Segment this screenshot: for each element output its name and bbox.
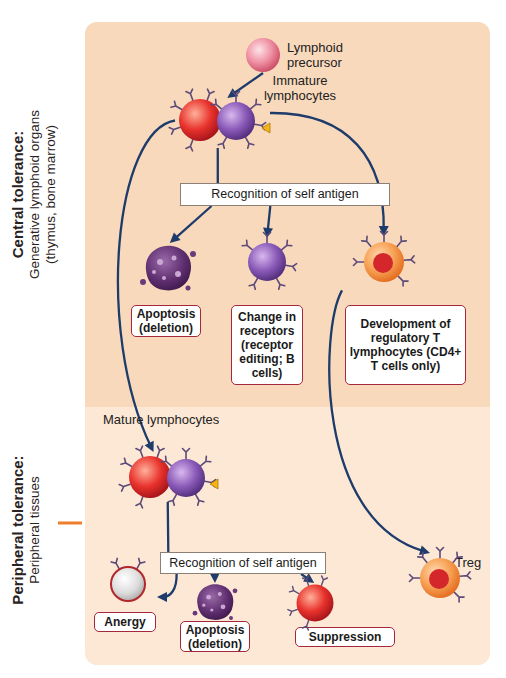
outcome-text: Development of regulatory T lymphocytes … <box>345 305 466 385</box>
outcome-box: Suppression <box>290 583 400 649</box>
pointer-line <box>58 522 82 525</box>
treg-cell: Treg <box>415 553 465 603</box>
box-text: Recognition of self antigen <box>211 187 358 202</box>
tolerance-band: Central tolerance:Generative lymphoid or… <box>85 22 490 407</box>
outcome-box: Anergy <box>93 560 157 634</box>
band-label: Central tolerance:Generative lymphoid or… <box>9 22 71 407</box>
process-box: Recognition of self antigen <box>160 552 326 574</box>
outcome-box: Apoptosis (deletion) <box>178 583 252 653</box>
precursor-cell: Lymphoid precursor <box>245 37 281 73</box>
cell-label: Lymphoid precursor <box>287 40 359 70</box>
outcome-box: Apoptosis (deletion) <box>128 243 204 339</box>
cell-label: Mature lymphocytes <box>103 412 253 427</box>
outcome-text: Apoptosis (deletion) <box>180 621 250 652</box>
outcome-text: Anergy <box>94 612 156 632</box>
cell-label: Immature lymphocytes <box>250 73 350 103</box>
band-subtitle: Peripheral tissues <box>27 476 43 583</box>
tolerance-band: Peripheral tolerance:Peripheral tissuesM… <box>85 407 490 665</box>
outcome-text: Apoptosis (deletion) <box>131 305 201 337</box>
band-heading: Peripheral tolerance: <box>9 455 27 604</box>
outcome-box: Change in receptors (receptor editing; B… <box>228 238 306 387</box>
band-heading: Central tolerance: <box>9 131 27 259</box>
band-label: Peripheral tolerance:Peripheral tissues <box>9 407 71 665</box>
outcome-text: Change in receptors (receptor editing; B… <box>231 305 303 385</box>
cell-label: Treg <box>455 555 500 570</box>
lymphocyte-pair: Immature lymphocytes <box>175 98 270 148</box>
lymphocyte-pair: Mature lymphocytes <box>125 452 220 502</box>
band-subtitle: Generative lymphoid organs (thymus, bone… <box>27 90 59 300</box>
box-text: Recognition of self antigen <box>169 556 316 571</box>
outcome-text: Suppression <box>295 627 395 647</box>
process-box: Recognition of self antigen <box>180 183 390 206</box>
outcome-box: Development of regulatory T lymphocytes … <box>342 236 468 387</box>
